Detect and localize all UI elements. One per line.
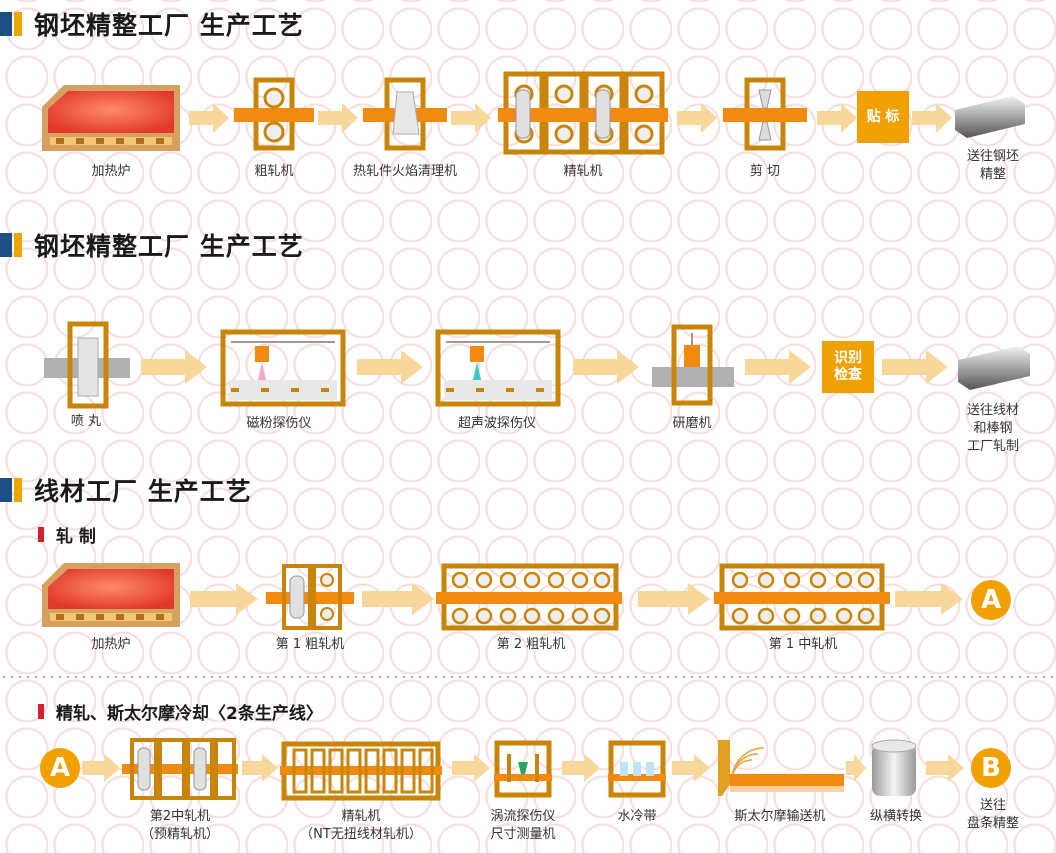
flow-arrow <box>573 350 639 384</box>
reheating-furnace-icon <box>42 85 180 151</box>
section-title-text: 钢坯精整工厂 生产工艺 <box>34 232 304 261</box>
label-grinder: 研磨机 <box>672 416 712 431</box>
label-nt-finishing-mill: 精轧机 （NT无扭线材轧机） <box>300 809 422 842</box>
grinder-icon <box>652 324 734 406</box>
title-marker <box>14 478 22 502</box>
nt-finishing-mill-icon <box>280 741 442 801</box>
label-stelmor: 斯太尔摩输送机 <box>734 809 826 824</box>
connector-a-end: A <box>971 580 1011 620</box>
flow-arrow <box>189 103 229 133</box>
subtitle-finishing: 精轧、斯太尔摩冷却〈2条生产线〉 <box>38 700 323 724</box>
flow-arrow <box>817 103 857 133</box>
flow-arrow <box>141 350 207 384</box>
flow-arrow <box>846 754 866 782</box>
flow-arrow <box>912 103 952 133</box>
section-title-billet-2: 钢坯精整工厂 生产工艺 <box>0 231 304 261</box>
subtitle-text: 精轧、斯太尔摩冷却〈2条生产线〉 <box>56 703 323 724</box>
subtitle-text: 轧 制 <box>56 526 96 547</box>
flow-arrow <box>638 583 710 615</box>
flow-arrow <box>882 350 948 384</box>
section-title-text: 线材工厂 生产工艺 <box>34 477 252 506</box>
subtitle-marker <box>38 526 44 542</box>
finishing-mill-icon <box>498 71 668 155</box>
shear-icon <box>723 77 807 151</box>
flow-arrow <box>895 583 963 615</box>
flow-arrow <box>318 103 358 133</box>
identification-inspection-box: 识别 检查 <box>822 341 874 393</box>
label-roughing-mill: 粗轧机 <box>254 164 294 179</box>
second-intermediate-mill-icon <box>122 738 238 800</box>
label-furnace: 加热炉 <box>91 164 131 179</box>
label-laying-change: 纵横转换 <box>869 809 923 824</box>
roughing-mill-icon <box>234 77 314 151</box>
magnetic-particle-icon <box>220 329 346 407</box>
stelmor-conveyor-icon <box>718 740 844 796</box>
shot-blast-icon <box>44 321 130 409</box>
flow-arrow <box>452 754 490 782</box>
label-second-intermediate: 第2中轧机 （预精轧机） <box>140 809 220 842</box>
first-intermediate-mill-icon <box>714 563 890 631</box>
section-title-billet-1: 钢坯精整工厂 生产工艺 <box>0 10 304 40</box>
flame-scarfer-icon <box>363 77 447 151</box>
first-roughing-mill-icon <box>266 564 354 630</box>
title-marker <box>0 12 12 36</box>
coil-icon <box>871 739 917 796</box>
label-first-roughing: 第 1 粗轧机 <box>275 637 345 652</box>
flow-arrow <box>745 350 811 384</box>
dotted-divider <box>0 676 1056 678</box>
flow-arrow <box>926 754 964 782</box>
labeling-box: 贴 标 <box>857 91 909 143</box>
flow-arrow <box>677 103 717 133</box>
section-title-text: 钢坯精整工厂 生产工艺 <box>34 11 304 40</box>
ultrasonic-icon <box>435 329 561 407</box>
flow-arrow <box>562 754 600 782</box>
label-to-billet-finishing: 送往钢坯精整 <box>966 149 1019 182</box>
flow-arrow <box>242 754 278 782</box>
flow-arrow <box>362 583 434 615</box>
flow-arrow <box>672 754 710 782</box>
connector-a-start: A <box>40 748 80 788</box>
label-to-coil-finishing: 送往 盘条精整 <box>966 798 1020 831</box>
billet-icon <box>958 346 1030 390</box>
title-marker <box>0 233 12 257</box>
title-marker <box>0 478 12 502</box>
label-second-roughing: 第 2 粗轧机 <box>496 637 566 652</box>
second-roughing-mill-icon <box>436 563 622 631</box>
title-marker <box>14 12 22 36</box>
label-magnetic-particle: 磁粉探伤仪 <box>246 416 312 431</box>
connector-b: B <box>971 748 1011 788</box>
flow-arrow <box>451 103 491 133</box>
label-scarfer: 热轧件火焰清理机 <box>352 164 458 179</box>
water-cooling-icon <box>608 740 666 798</box>
title-marker <box>14 233 22 257</box>
label-to-wire-rod: 送往线材和棒钢 工厂轧制 <box>966 403 1019 454</box>
label-water-cooling: 水冷带 <box>617 809 657 824</box>
subtitle-marker <box>38 703 44 719</box>
eddy-current-icon <box>494 740 552 798</box>
reheating-furnace-icon <box>42 563 180 627</box>
label-furnace-wire: 加热炉 <box>91 637 131 652</box>
label-finishing-mill: 精轧机 <box>563 164 603 179</box>
billet-icon <box>955 96 1025 138</box>
label-ultrasonic: 超声波探伤仪 <box>457 416 537 431</box>
label-first-intermediate: 第 1 中轧机 <box>768 637 838 652</box>
subtitle-rolling: 轧 制 <box>38 523 96 547</box>
flow-arrow <box>190 583 258 615</box>
flow-arrow <box>82 754 120 782</box>
label-shot-blast: 喷 丸 <box>70 414 102 429</box>
label-eddy-current: 涡流探伤仪 尺寸测量机 <box>490 809 556 842</box>
flow-arrow <box>357 350 423 384</box>
label-shear: 剪 切 <box>749 164 781 179</box>
section-title-wire: 线材工厂 生产工艺 <box>0 476 252 506</box>
